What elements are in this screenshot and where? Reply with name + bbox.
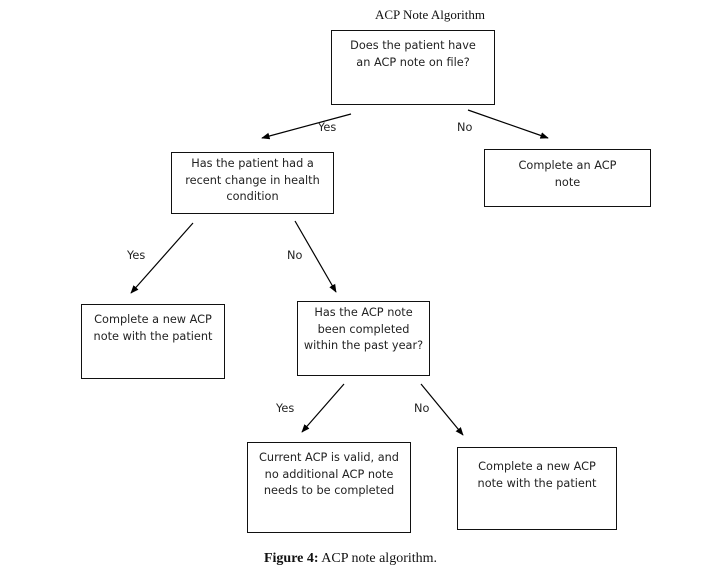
edge-label-no: No: [414, 402, 430, 415]
caption-text: ACP note algorithm.: [318, 551, 438, 566]
edge-label-no: No: [287, 249, 303, 262]
edge-label-yes: Yes: [127, 249, 146, 262]
node-complete-new-acp-with-patient: Complete a new ACP note with the patient: [457, 447, 617, 530]
arrow-yes-2: [130, 222, 194, 294]
diagram-title: ACP Note Algorithm: [374, 7, 486, 22]
edge-label-no: No: [457, 121, 473, 134]
node-completed-past-year: Has the ACP note been completed within t…: [297, 301, 430, 376]
node-recent-change: Has the patient had a recent change in h…: [171, 152, 334, 214]
node-text: Does the patient have an ACP note on fil…: [350, 39, 476, 69]
arrow-no-1: [467, 109, 549, 139]
node-text: Complete a new ACP note with the patient: [93, 313, 213, 343]
node-complete-acp-note: Complete an ACP note: [484, 149, 651, 207]
figure-caption: Figure 4: ACP note algorithm.: [0, 551, 701, 567]
arrow-no-2: [294, 220, 337, 293]
node-text: Has the patient had a recent change in h…: [185, 157, 320, 203]
node-complete-new-with-patient: Complete a new ACP note with the patient: [81, 304, 225, 379]
node-text: Complete a new ACP note with the patient: [477, 460, 597, 490]
node-note-on-file: Does the patient have an ACP note on fil…: [331, 30, 495, 105]
node-text: Has the ACP note been completed within t…: [303, 306, 424, 352]
arrow-yes-1: [261, 113, 352, 140]
edge-label-yes: Yes: [318, 121, 337, 134]
caption-label: Figure 4:: [263, 551, 319, 566]
arrow-no-3: [420, 383, 464, 436]
arrow-yes-3: [301, 383, 345, 433]
node-current-valid: Current ACP is valid, and no additional …: [247, 442, 411, 533]
node-text: Complete an ACP note: [518, 159, 617, 189]
node-text: Current ACP is valid, and no additional …: [259, 451, 399, 497]
edge-label-yes: Yes: [276, 402, 295, 415]
